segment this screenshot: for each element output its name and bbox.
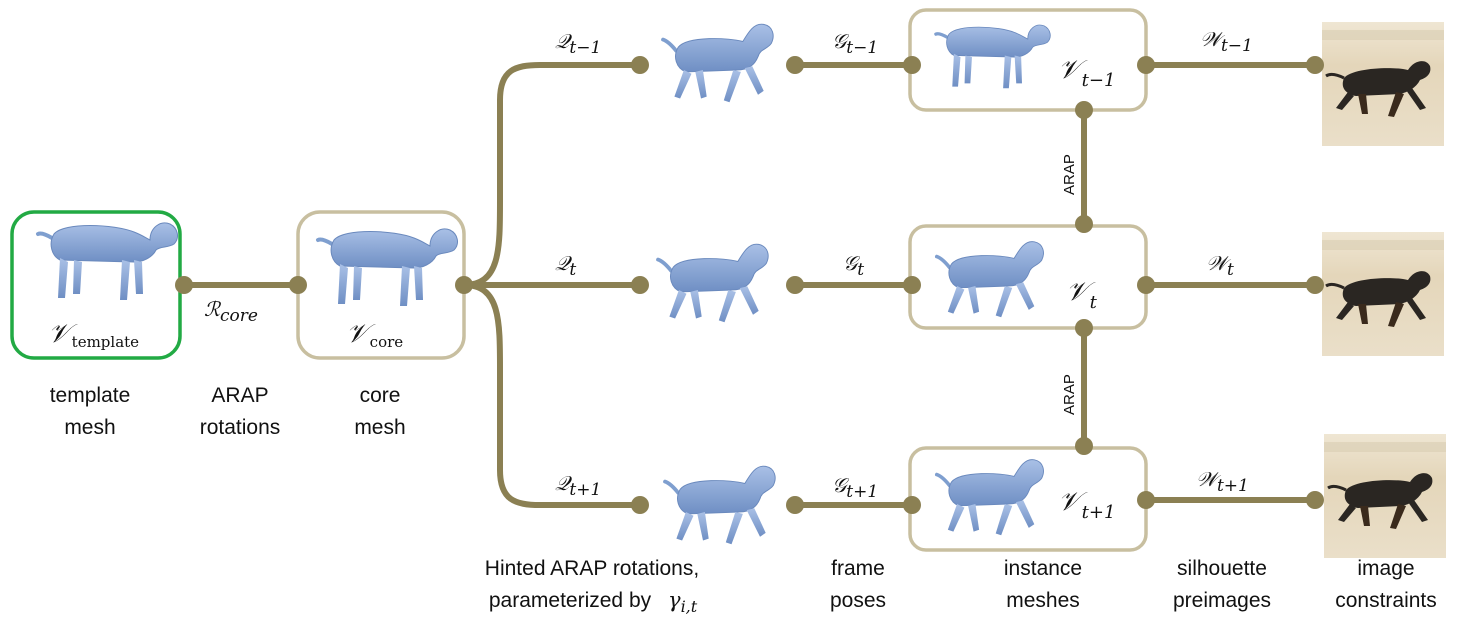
caption-template: template mesh (50, 384, 131, 439)
gamma-symbol: γi,t (668, 588, 698, 616)
caption-image: image constraints (1335, 557, 1437, 612)
instance-mesh-box-prev[interactable] (908, 8, 1148, 112)
caption-hinted: Hinted ARAP rotations, parameterized by … (485, 557, 699, 616)
caption-silhouette: silhouette preimages (1173, 557, 1271, 612)
caption-line: mesh (64, 416, 115, 439)
w-next-label: 𝒲t+1 (1196, 467, 1249, 496)
caption-line: poses (830, 589, 886, 612)
junction-dot[interactable] (631, 276, 649, 294)
caption-line: instance (1004, 557, 1082, 580)
junction-dot[interactable] (903, 276, 921, 294)
junction-dot[interactable] (1137, 276, 1155, 294)
junction-dot[interactable] (631, 496, 649, 514)
dog-mesh-icon (656, 242, 771, 325)
dog-photo-next (1322, 432, 1448, 560)
edge-core-branch-next (461, 282, 643, 508)
junction-dot[interactable] (1075, 215, 1093, 233)
junction-dot[interactable] (1306, 56, 1324, 74)
g-cur-label: 𝒢t (843, 251, 864, 280)
caption-line: image (1357, 557, 1414, 580)
dog-photo-cur (1320, 230, 1446, 358)
caption-line: ARAP (211, 384, 268, 407)
junction-dot[interactable] (1075, 437, 1093, 455)
q-prev-label: 𝒬t−1 (555, 29, 601, 58)
junction-dot[interactable] (1137, 491, 1155, 509)
edges (181, 62, 1318, 508)
q-next-label: 𝒬t+1 (555, 471, 601, 500)
caption-line: frame (831, 557, 885, 580)
junction-dot[interactable] (631, 56, 649, 74)
caption-line: parameterized by (489, 589, 652, 612)
edge-core-branch-prev (461, 62, 643, 288)
arap-upper-label: ARAP (1061, 154, 1078, 195)
g-prev-label: 𝒢t−1 (832, 29, 878, 58)
junction-dot[interactable] (175, 276, 193, 294)
caption-line: preimages (1173, 589, 1271, 612)
caption-frame: frame poses (830, 557, 886, 612)
r-core-label: ℛcore (204, 297, 258, 326)
junction-dot[interactable] (1306, 276, 1324, 294)
g-next-label: 𝒢t+1 (832, 473, 878, 502)
junction-dot[interactable] (903, 56, 921, 74)
caption-line: template (50, 384, 131, 407)
caption-arap: ARAP rotations (200, 384, 281, 439)
junction-dot[interactable] (1306, 491, 1324, 509)
q-cur-label: 𝒬t (555, 251, 576, 280)
instance-mesh-box-cur[interactable] (908, 224, 1148, 330)
caption-core: core mesh (354, 384, 405, 439)
junction-dot[interactable] (455, 276, 473, 294)
junction-dot[interactable] (786, 276, 804, 294)
junction-dot[interactable] (289, 276, 307, 294)
w-cur-label: 𝒲t (1206, 251, 1234, 280)
caption-line: core (360, 384, 401, 407)
w-prev-label: 𝒲t−1 (1200, 27, 1253, 56)
junction-dot[interactable] (786, 496, 804, 514)
caption-line: constraints (1335, 589, 1437, 612)
arap-lower-label: ARAP (1061, 374, 1078, 415)
junction-dots (175, 56, 1324, 514)
caption-line: Hinted ARAP rotations, (485, 557, 699, 580)
caption-line: rotations (200, 416, 281, 439)
junction-dot[interactable] (903, 496, 921, 514)
caption-line: silhouette (1177, 557, 1267, 580)
junction-dot[interactable] (786, 56, 804, 74)
junction-dot[interactable] (1075, 319, 1093, 337)
dog-mesh-icon (663, 464, 778, 547)
junction-dot[interactable] (1075, 101, 1093, 119)
caption-line: meshes (1006, 589, 1080, 612)
junction-dot[interactable] (1137, 56, 1155, 74)
caption-instance: instance meshes (1004, 557, 1082, 612)
dog-mesh-icon (661, 22, 776, 105)
caption-line: mesh (354, 416, 405, 439)
dog-photo-prev (1320, 20, 1446, 148)
